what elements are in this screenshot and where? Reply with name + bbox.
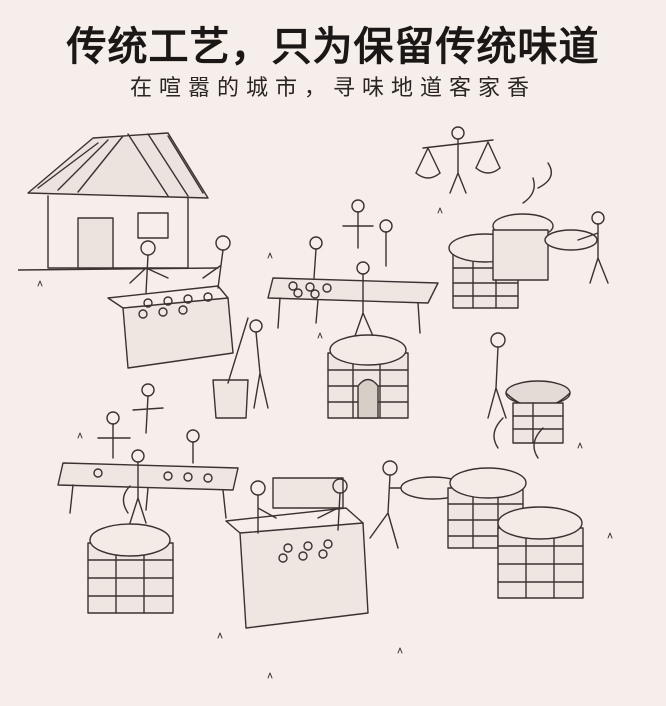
figure-lower-left	[129, 449, 147, 524]
center-table	[267, 277, 439, 334]
pounding-figure	[212, 317, 269, 419]
worker-with-tray	[577, 211, 609, 284]
wok-stove-right	[487, 332, 571, 444]
stoves-bottom-right	[447, 417, 584, 599]
stove-top-right	[448, 162, 598, 309]
standing-figures-left	[97, 383, 200, 464]
headline: 传统工艺，只为保留传统味道	[66, 23, 600, 70]
stove-center	[327, 334, 409, 419]
kneading-trough-bottom	[225, 477, 369, 629]
carrier-figure	[415, 126, 501, 194]
lower-left-table	[57, 462, 239, 519]
center-figures	[309, 199, 393, 337]
thatched-hut	[18, 132, 219, 271]
grass-tufts	[37, 207, 613, 679]
stove-lower-left	[87, 485, 174, 614]
subline: 在喧嚣的城市，寻味地道客家香	[129, 76, 536, 101]
workers-at-bottom-trough	[250, 478, 348, 534]
workshop-illustration	[18, 118, 648, 698]
workers-at-trough	[129, 235, 231, 294]
kneading-trough-left	[107, 285, 234, 369]
